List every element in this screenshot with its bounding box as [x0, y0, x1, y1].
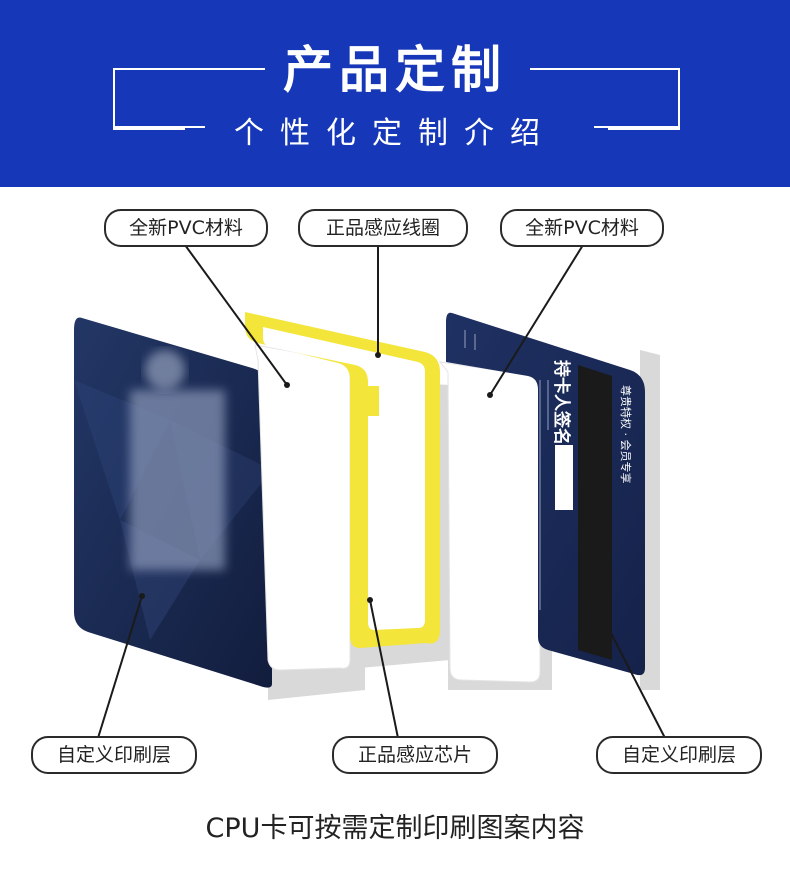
- label-pvc-top-left: 全新PVC材料: [104, 209, 268, 247]
- label-print-left: 自定义印刷层: [31, 736, 197, 774]
- page-subtitle: 个性化定制介绍: [234, 116, 556, 151]
- leader-lines: [97, 244, 666, 739]
- chip: [357, 386, 379, 416]
- frame-line: [183, 68, 265, 70]
- frame-line: [113, 126, 205, 128]
- magnetic-stripe: [578, 365, 612, 660]
- back-card: 持卡人签名 尊贵特权 · 会员专享: [446, 312, 645, 676]
- signature-label: 持卡人签名: [551, 360, 572, 445]
- label-print-right: 自定义印刷层: [596, 736, 762, 774]
- blurred-logo: [130, 390, 225, 570]
- page-title: 产品定制: [283, 41, 507, 99]
- bottom-caption: CPU卡可按需定制印刷图案内容: [205, 813, 585, 844]
- signature-panel: [555, 445, 573, 510]
- frame-right-bracket: [608, 68, 680, 130]
- pvc-layer-1: [254, 344, 351, 671]
- front-card: [74, 317, 272, 688]
- card-side-text: 尊贵特权 · 会员专享: [619, 385, 633, 484]
- label-coil: 正品感应线圈: [298, 209, 468, 247]
- frame-left-bracket: [113, 68, 185, 130]
- label-pvc-top-right: 全新PVC材料: [500, 209, 664, 247]
- label-chip: 正品感应芯片: [332, 736, 498, 774]
- frame-line: [530, 68, 608, 70]
- header-banner: 产品定制 个性化定制介绍: [0, 0, 790, 187]
- pvc-layer-2: [438, 361, 541, 683]
- frame-line: [594, 126, 680, 128]
- card-layers-illustration: 持卡人签名 尊贵特权 · 会员专享: [74, 244, 666, 739]
- coil-layer: [245, 312, 440, 648]
